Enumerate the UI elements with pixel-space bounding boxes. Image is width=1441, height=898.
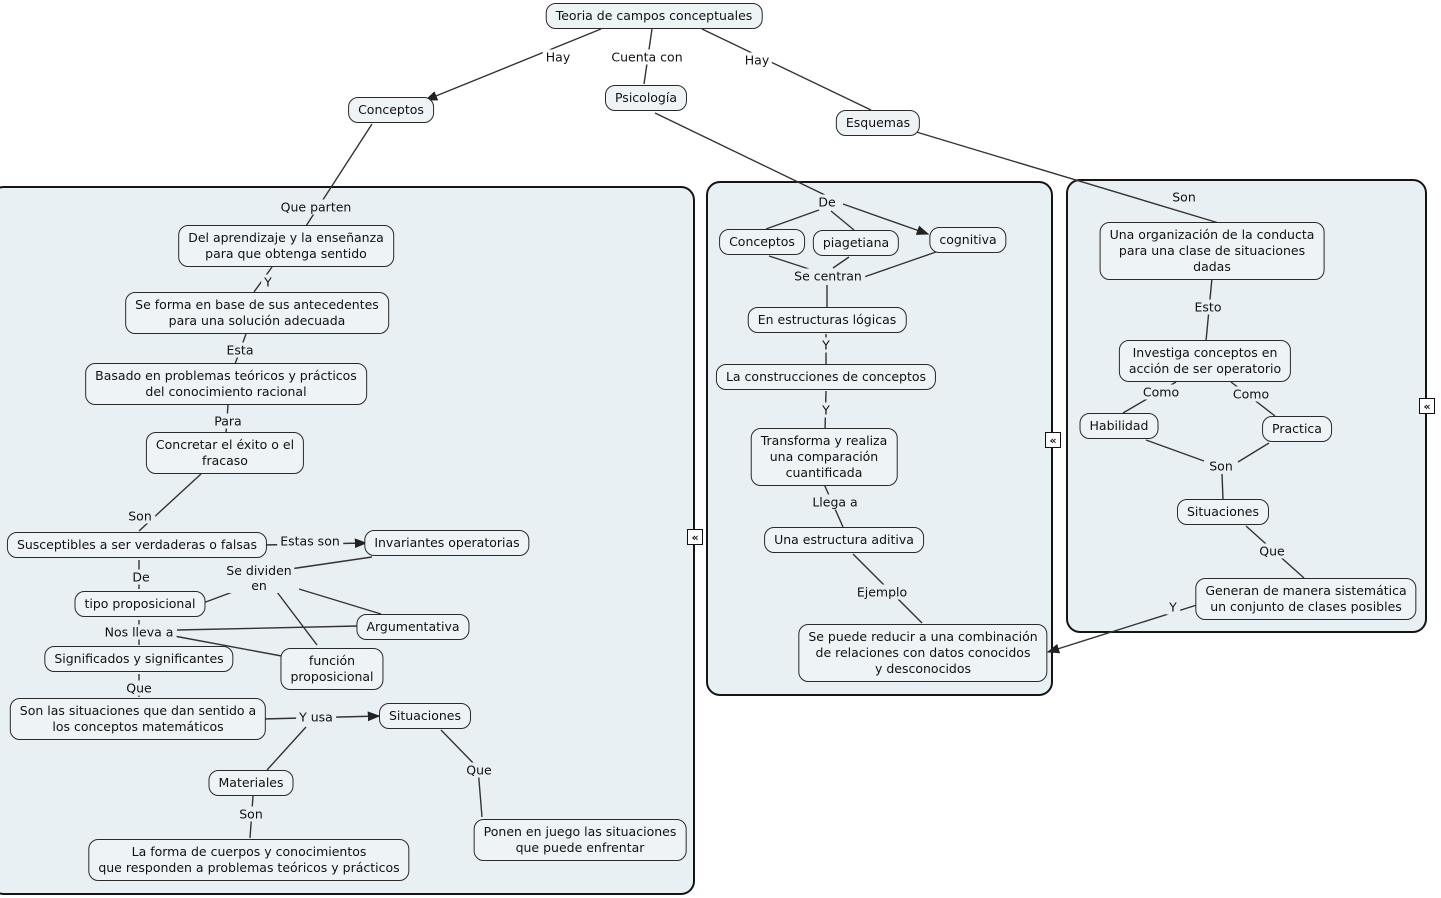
link-label-cuenta-con[interactable]: Cuenta con xyxy=(608,49,686,65)
node-funcion-proposicional[interactable]: función proposicional xyxy=(280,648,384,690)
node-practica[interactable]: Practica xyxy=(1262,416,1332,442)
link-label-son-3[interactable]: Son xyxy=(1169,189,1199,205)
link-label-hay-1[interactable]: Hay xyxy=(542,49,574,65)
node-situaciones-2[interactable]: Situaciones xyxy=(1176,499,1270,525)
link-label-como-2[interactable]: Como xyxy=(1229,386,1273,402)
node-situaciones-1[interactable]: Situaciones xyxy=(378,703,472,729)
link-label-y-4[interactable]: Y xyxy=(1166,599,1180,615)
node-conceptos-mid[interactable]: Conceptos xyxy=(719,229,805,255)
node-psicologia[interactable]: Psicología xyxy=(604,85,688,111)
node-estructura-aditiva[interactable]: Una estructura aditiva xyxy=(764,527,924,553)
node-construcciones[interactable]: La construcciones de conceptos xyxy=(715,364,937,390)
node-organizacion[interactable]: Una organización de la conducta para una… xyxy=(1099,222,1325,280)
node-se-forma[interactable]: Se forma en base de sus antecedentes par… xyxy=(125,292,389,334)
node-estructuras-logicas[interactable]: En estructuras lógicas xyxy=(747,307,907,333)
link-label-se-centran[interactable]: Se centran xyxy=(791,268,865,284)
node-concretar-exito[interactable]: Concretar el éxito o el fracaso xyxy=(145,432,305,474)
node-invariantes[interactable]: Invariantes operatorias xyxy=(364,530,530,556)
node-piagetiana[interactable]: piagetiana xyxy=(812,230,900,256)
link-label-esto[interactable]: Esto xyxy=(1191,299,1225,315)
node-esquemas[interactable]: Esquemas xyxy=(835,110,921,136)
node-teoria-campos-conceptuales[interactable]: Teoria de campos conceptuales xyxy=(545,3,763,29)
node-son-situaciones[interactable]: Son las situaciones que dan sentido a lo… xyxy=(9,698,267,740)
link-label-ejemplo[interactable]: Ejemplo xyxy=(853,584,911,600)
node-transforma[interactable]: Transforma y realiza una comparación cua… xyxy=(750,428,898,486)
link-label-se-dividen[interactable]: Se dividen en xyxy=(223,563,295,593)
node-conceptos-top[interactable]: Conceptos xyxy=(348,97,434,123)
collapse-toggle-middle-panel-icon[interactable]: « xyxy=(1045,432,1061,448)
node-cognitiva[interactable]: cognitiva xyxy=(929,227,1007,253)
collapse-toggle-right-panel-icon[interactable]: « xyxy=(1419,398,1435,414)
link-label-de-2[interactable]: De xyxy=(815,194,839,210)
link-label-son-2[interactable]: Son xyxy=(236,806,266,822)
link-label-que-2[interactable]: Que xyxy=(463,762,495,778)
link-label-y-1[interactable]: Y xyxy=(261,274,275,290)
link-label-que-1[interactable]: Que xyxy=(123,680,155,696)
collapse-toggle-left-panel-icon[interactable]: « xyxy=(687,529,703,545)
node-materiales[interactable]: Materiales xyxy=(208,770,294,796)
node-la-forma-cuerpos[interactable]: La forma de cuerpos y conocimientos que … xyxy=(88,839,410,881)
node-susceptibles[interactable]: Susceptibles a ser verdaderas o falsas xyxy=(6,532,268,558)
node-del-aprendizaje[interactable]: Del aprendizaje y la enseñanza para que … xyxy=(178,225,394,267)
link-label-esta[interactable]: Esta xyxy=(223,342,257,358)
node-habilidad[interactable]: Habilidad xyxy=(1079,413,1159,439)
link-label-y-3[interactable]: Y xyxy=(819,402,833,418)
link-label-que-3[interactable]: Que xyxy=(1256,543,1288,559)
node-basado-problemas[interactable]: Basado en problemas teóricos y prácticos… xyxy=(85,363,367,405)
link-label-son-1[interactable]: Son xyxy=(125,508,155,524)
link-label-hay-2[interactable]: Hay xyxy=(741,52,773,68)
link-label-de-1[interactable]: De xyxy=(129,569,153,585)
link-label-llega-a[interactable]: Llega a xyxy=(809,494,861,510)
link-label-que-parten[interactable]: Que parten xyxy=(277,199,355,215)
link-label-y-2[interactable]: Y xyxy=(819,337,833,353)
node-se-puede-reducir[interactable]: Se puede reducir a una combinación de re… xyxy=(798,624,1048,682)
link-label-estas-son[interactable]: Estas son xyxy=(277,533,343,549)
node-investiga[interactable]: Investiga conceptos en acción de ser ope… xyxy=(1118,340,1292,382)
node-tipo-proposicional[interactable]: tipo proposicional xyxy=(74,591,206,617)
link-label-como-1[interactable]: Como xyxy=(1139,384,1183,400)
node-argumentativa[interactable]: Argumentativa xyxy=(356,614,470,640)
link-label-y-usa[interactable]: Y usa xyxy=(296,709,336,725)
node-significados[interactable]: Significados y significantes xyxy=(44,646,234,672)
node-ponen-en-juego[interactable]: Ponen en juego las situaciones que puede… xyxy=(473,819,687,861)
link-label-son-4[interactable]: Son xyxy=(1206,458,1236,474)
link-label-nos-lleva[interactable]: Nos lleva a xyxy=(101,624,177,640)
link-label-para[interactable]: Para xyxy=(211,413,245,429)
node-generan[interactable]: Generan de manera sistemática un conjunt… xyxy=(1195,578,1417,620)
